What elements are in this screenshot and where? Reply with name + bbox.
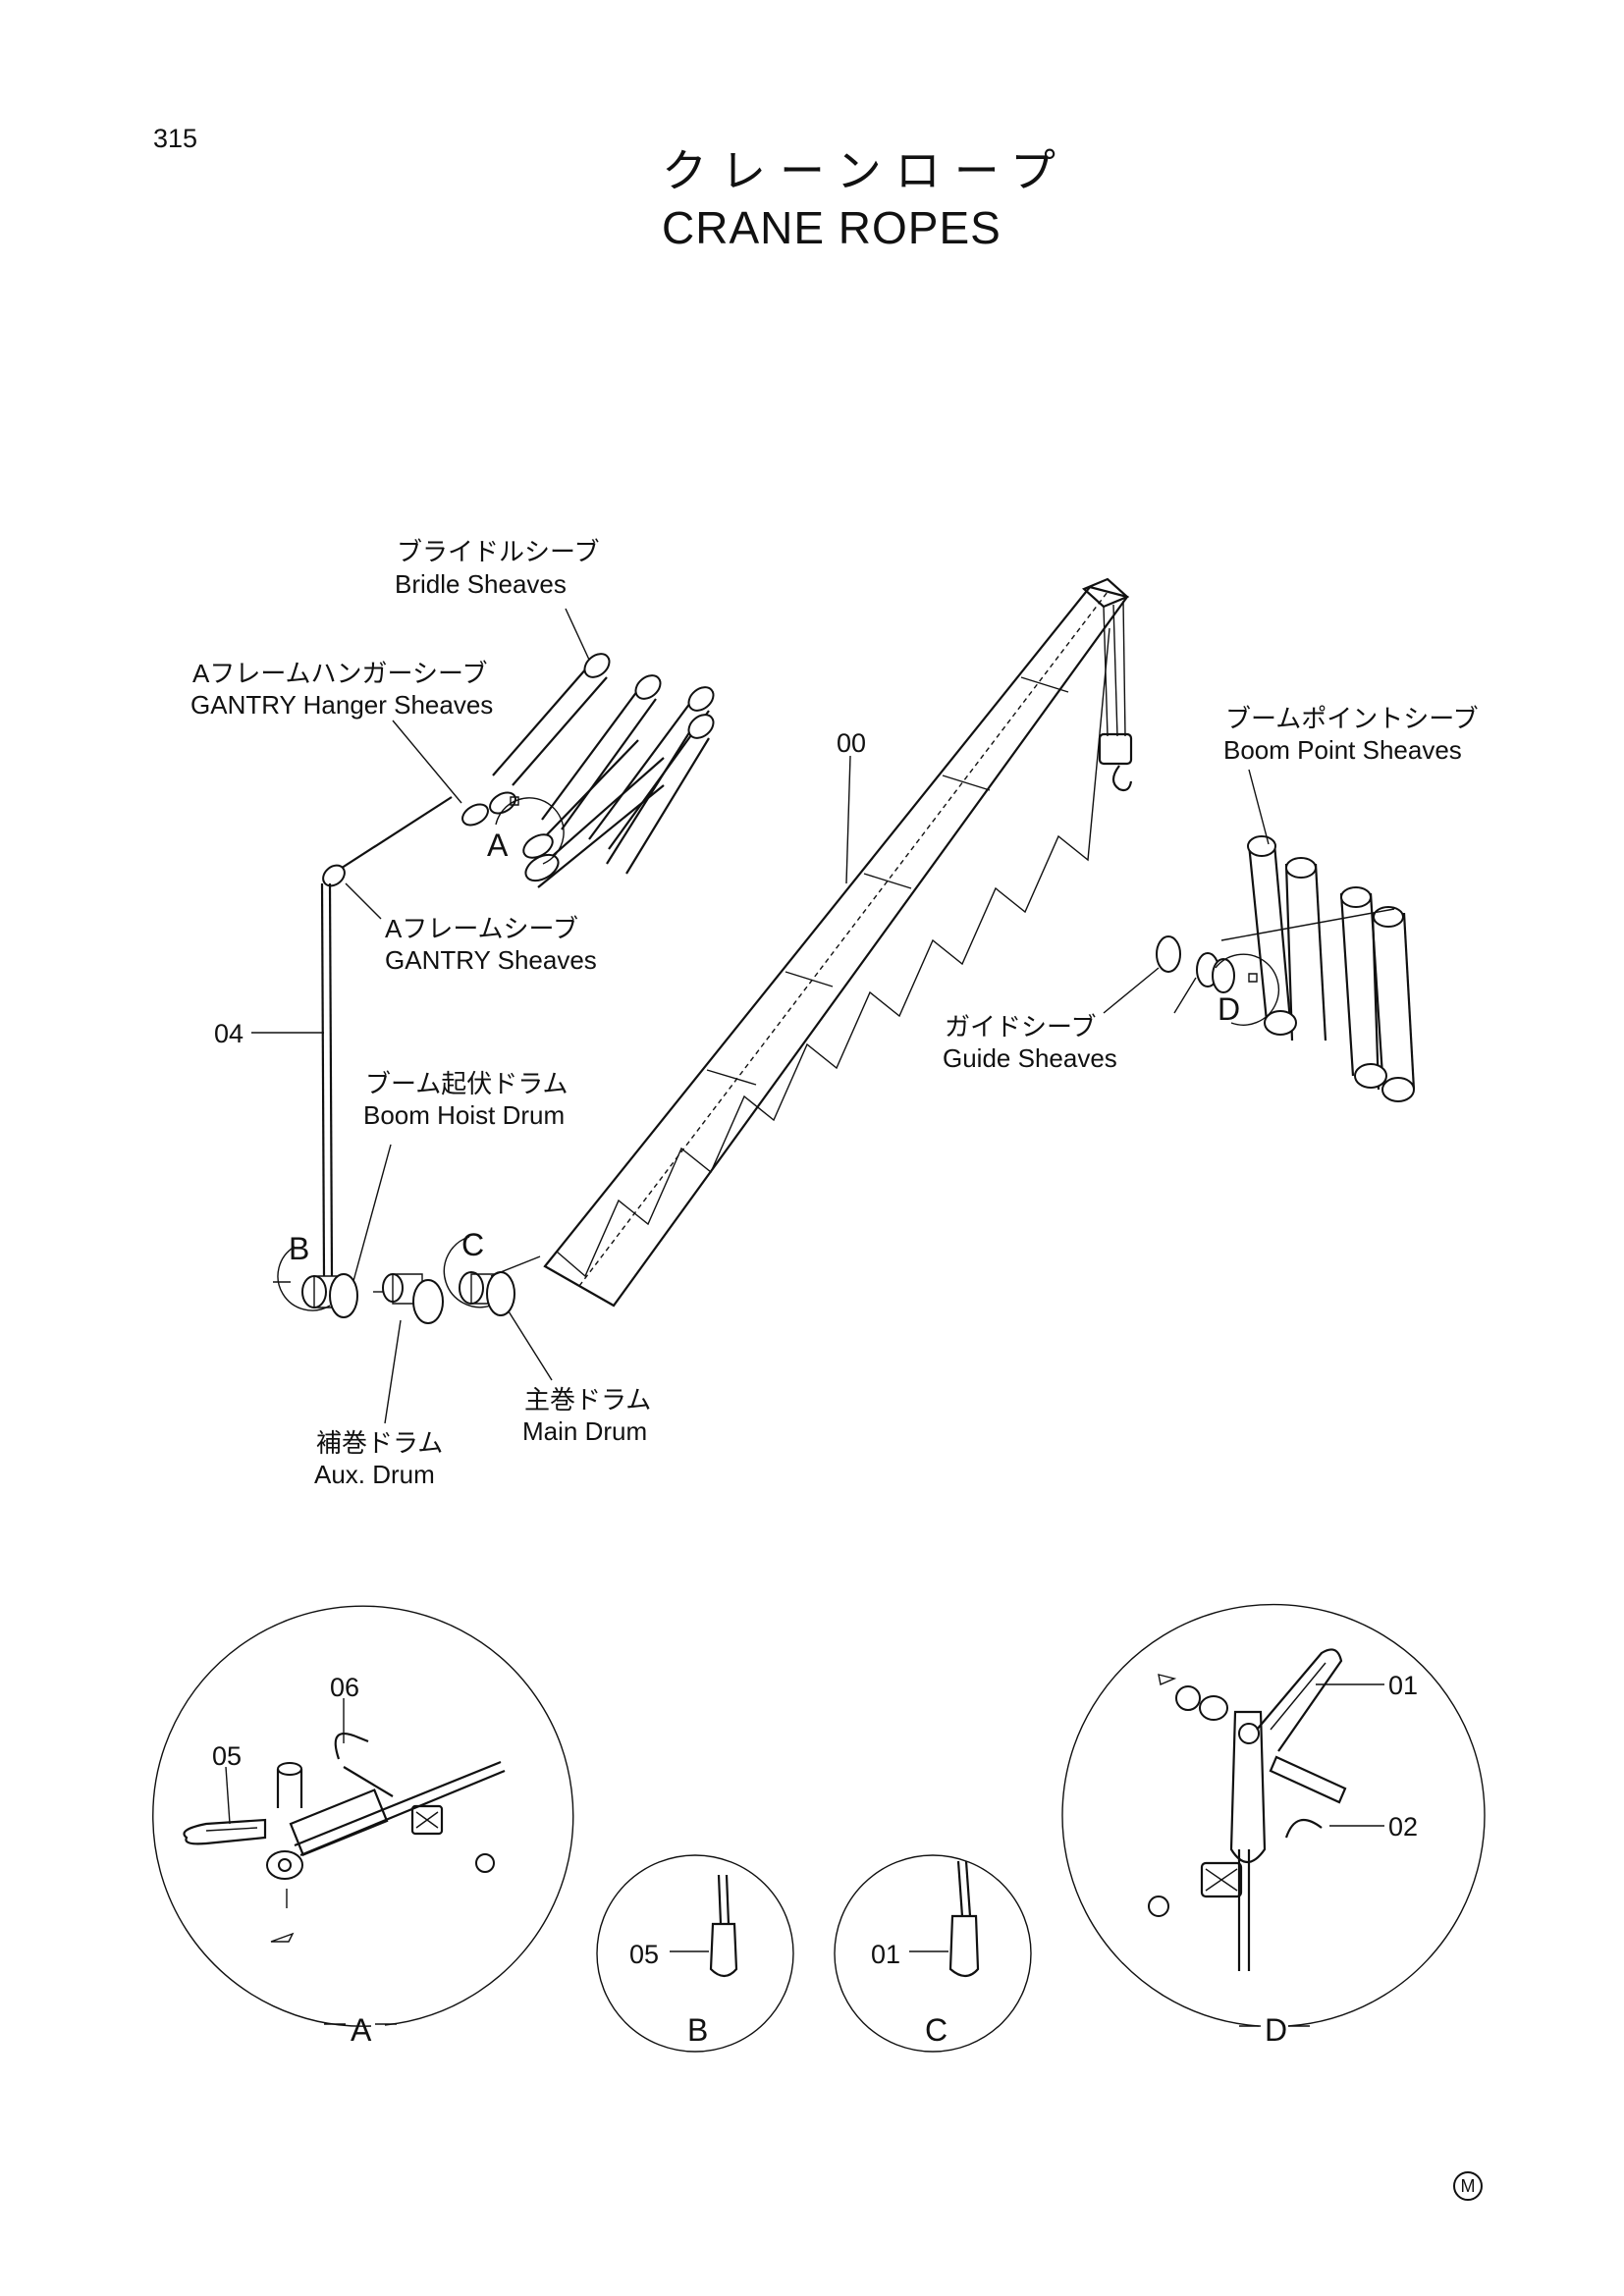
- detail-a-part-05: 05: [212, 1741, 243, 1771]
- detail-a-letter: A: [351, 2012, 372, 2048]
- part-number-boom: 00: [837, 728, 867, 758]
- detail-c-part-01: 01: [871, 1940, 901, 1969]
- detail-c: [835, 1855, 1031, 2052]
- gantry-bridle-sheaves: [336, 609, 718, 887]
- detail-d-part-01: 01: [1388, 1671, 1419, 1700]
- gantry-hanger-sheaves-label: GANTRY Hanger Sheaves: [190, 690, 494, 720]
- detail-d: [1062, 1605, 1485, 2026]
- main-drum-label: Main Drum: [522, 1416, 648, 1446]
- boom-lattice: [545, 579, 1131, 1306]
- gantry-sheaves-label: GANTRY Sheaves: [385, 945, 597, 975]
- guide-sheaves-label-jp: ガイドシーブ: [945, 1012, 1097, 1041]
- boom-point-guide-sheaves: [1104, 770, 1414, 1101]
- aux-drum-label-jp: 補巻ドラム: [316, 1428, 444, 1458]
- aux-drum-label: Aux. Drum: [314, 1460, 435, 1489]
- page-number: 315: [153, 124, 198, 153]
- detail-d-part-02: 02: [1388, 1812, 1419, 1842]
- gantry-sheaves-label-jp: Aフレームシーブ: [385, 914, 579, 943]
- detail-c-letter: C: [925, 2012, 948, 2048]
- detail-d-letter: D: [1265, 2012, 1288, 2048]
- boom-point-sheaves-label-jp: ブームポイントシーブ: [1225, 704, 1479, 733]
- guide-sheaves-label: Guide Sheaves: [943, 1043, 1117, 1073]
- detail-a-part-06: 06: [330, 1673, 360, 1702]
- page-title: CRANE ROPES: [662, 202, 1001, 253]
- bridle-sheaves-label: Bridle Sheaves: [395, 569, 567, 599]
- detail-b-letter: B: [687, 2012, 709, 2048]
- gantry-sheave-rope: [251, 861, 381, 1276]
- main-drum-label-jp: 主巻ドラム: [524, 1385, 652, 1415]
- detail-a: [153, 1606, 573, 2026]
- gantry-hanger-sheaves-label-jp: Aフレームハンガーシーブ: [192, 659, 488, 688]
- callout-d: D: [1218, 991, 1241, 1027]
- boom-hoist-drum-label-jp: ブーム起伏ドラム: [365, 1069, 568, 1098]
- callout-a: A: [487, 828, 509, 863]
- callout-b: B: [289, 1231, 310, 1266]
- m-mark-icon: M: [1453, 2171, 1483, 2201]
- m-mark-letter: M: [1460, 2176, 1476, 2196]
- bridle-sheaves-label-jp: ブライドルシーブ: [397, 537, 600, 566]
- detail-b-part-05: 05: [629, 1940, 660, 1969]
- detail-b: [597, 1855, 793, 2052]
- page-title-japanese: クレーンロープ: [662, 145, 1069, 196]
- part-number-rope-04: 04: [214, 1019, 244, 1048]
- boom-hoist-drum-label: Boom Hoist Drum: [363, 1100, 566, 1130]
- boom-point-sheaves-label: Boom Point Sheaves: [1223, 735, 1462, 765]
- callout-c: C: [461, 1227, 485, 1262]
- drums: [273, 1145, 552, 1423]
